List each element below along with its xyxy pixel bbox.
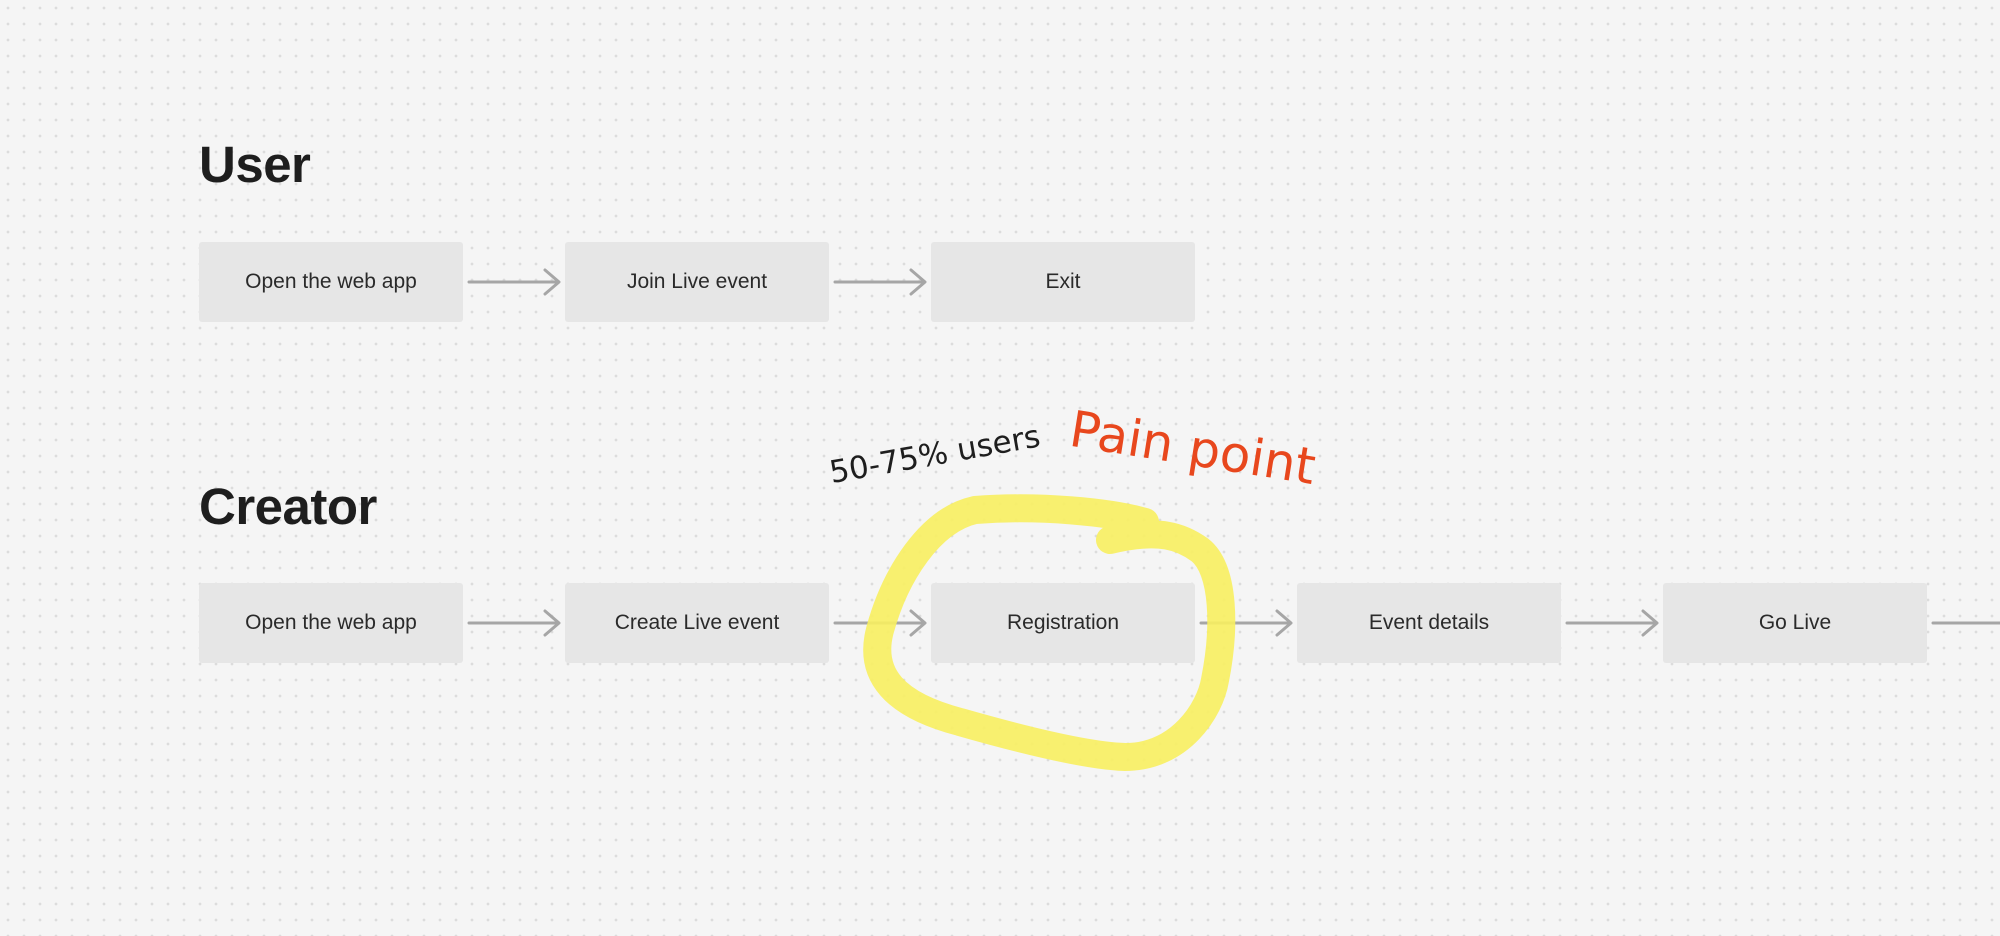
creator-node-event-details[interactable]: Event details [1297, 583, 1561, 663]
user-node-join-live-event[interactable]: Join Live event [565, 242, 829, 322]
creator-node-go-live[interactable]: Go Live [1663, 583, 1927, 663]
creator-node-registration[interactable]: Registration [931, 583, 1195, 663]
user-section-title: User [199, 136, 311, 193]
user-node-open-web-app[interactable]: Open the web app [199, 242, 463, 322]
creator-node-create-live-event[interactable]: Create Live event [565, 583, 829, 663]
connector-user-2 [833, 268, 927, 296]
creator-node-open-web-app[interactable]: Open the web app [199, 583, 463, 663]
connector-creator-1 [467, 609, 561, 637]
connector-creator-4 [1565, 609, 1659, 637]
connector-user-1 [467, 268, 561, 296]
creator-section-title: Creator [199, 478, 377, 535]
user-node-exit[interactable]: Exit [931, 242, 1195, 322]
